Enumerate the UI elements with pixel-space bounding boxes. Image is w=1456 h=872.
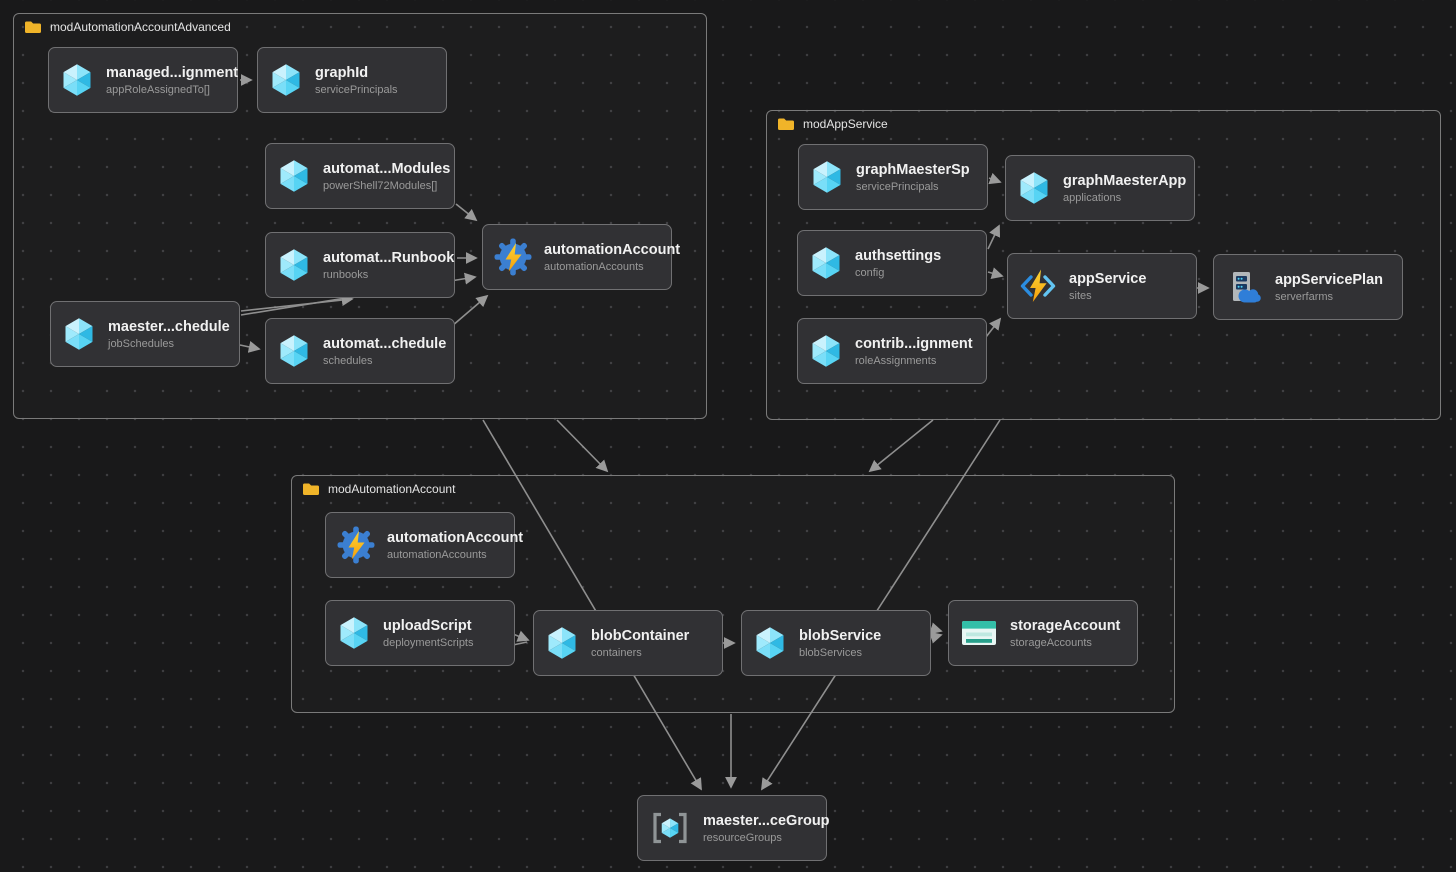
folder-icon [24, 20, 42, 34]
module-cube-icon [59, 62, 95, 98]
automation-account-icon [336, 525, 376, 565]
node-resource-type: automationAccounts [387, 548, 487, 561]
node-automation-schedule[interactable]: automat...chedule schedules [265, 318, 455, 384]
group-header: modAutomationAccountAdvanced [14, 14, 706, 34]
module-cube-icon [809, 159, 845, 195]
node-managed-assignment[interactable]: managed...ignment appRoleAssignedTo[] [48, 47, 238, 113]
group-mod-app-service[interactable]: modAppService [766, 110, 1441, 420]
module-cube-icon [268, 62, 304, 98]
node-storage-account[interactable]: storageAccount storageAccounts [948, 600, 1138, 666]
module-cube-icon [808, 333, 844, 369]
node-resource-type: servicePrincipals [315, 83, 398, 96]
node-resource-type: runbooks [323, 268, 369, 281]
group-header: modAppService [767, 111, 1440, 131]
node-resource-type: roleAssignments [855, 354, 937, 367]
storage-account-icon [959, 617, 999, 649]
node-authsettings[interactable]: authsettings config [797, 230, 987, 296]
automation-account-icon [493, 237, 533, 277]
node-title: contrib...ignment [855, 335, 973, 352]
module-cube-icon [61, 316, 97, 352]
node-automation-modules[interactable]: automat...Modules powerShell72Modules[] [265, 143, 455, 209]
folder-icon [777, 117, 795, 131]
node-title: automationAccount [544, 241, 681, 258]
node-title: automat...chedule [323, 335, 447, 352]
node-maester-schedule[interactable]: maester...chedule jobSchedules [50, 301, 240, 367]
node-blob-container[interactable]: blobContainer containers [533, 610, 723, 676]
node-resource-type: powerShell72Modules[] [323, 179, 438, 192]
node-resource-type: deploymentScripts [383, 636, 474, 649]
node-title: graphId [315, 64, 369, 81]
node-title: managed...ignment [106, 64, 239, 81]
node-app-service[interactable]: appService sites [1007, 253, 1197, 319]
node-resource-type: jobSchedules [108, 337, 175, 350]
node-resource-type: resourceGroups [703, 831, 782, 844]
app-service-plan-icon [1224, 267, 1264, 307]
node-maester-resource-group[interactable]: maester...ceGroup resourceGroups [637, 795, 830, 861]
group-label: modAutomationAccount [328, 482, 456, 496]
node-resource-type: storageAccounts [1010, 636, 1092, 649]
group-mod-automation-account-advanced[interactable]: modAutomationAccountAdvanced [13, 13, 707, 419]
node-upload-script[interactable]: uploadScript deploymentScripts [325, 600, 515, 666]
group-label: modAppService [803, 117, 888, 131]
module-cube-icon [336, 615, 372, 651]
node-automation-account-advanced[interactable]: automationAccount automationAccounts [482, 224, 681, 290]
app-service-icon [1018, 266, 1058, 306]
module-cube-icon [276, 158, 312, 194]
node-contributor-assignment[interactable]: contrib...ignment roleAssignments [797, 318, 987, 384]
group-label: modAutomationAccountAdvanced [50, 20, 231, 34]
node-automation-account[interactable]: automationAccount automationAccounts [325, 512, 524, 578]
node-title: maester...ceGroup [703, 812, 830, 829]
node-title: maester...chedule [108, 318, 230, 335]
module-cube-icon [1016, 170, 1052, 206]
group-header: modAutomationAccount [292, 476, 1174, 496]
node-title: appService [1069, 270, 1147, 287]
node-resource-type: config [855, 266, 885, 279]
node-resource-type: applications [1063, 191, 1122, 204]
module-cube-icon [808, 245, 844, 281]
node-blob-service[interactable]: blobService blobServices [741, 610, 931, 676]
module-cube-icon [276, 333, 312, 369]
node-resource-type: sites [1069, 289, 1092, 302]
node-title: automationAccount [387, 529, 524, 546]
node-title: automat...Modules [323, 160, 451, 177]
node-title: automat...Runbook [323, 249, 455, 266]
node-graph-maester-sp[interactable]: graphMaesterSp servicePrincipals [798, 144, 988, 210]
node-title: appServicePlan [1275, 271, 1383, 288]
module-cube-icon [752, 625, 788, 661]
node-graph-maester-app[interactable]: graphMaesterApp applications [1005, 155, 1195, 221]
node-title: blobContainer [591, 627, 690, 644]
node-resource-type: servicePrincipals [856, 180, 939, 193]
module-cube-icon [276, 247, 312, 283]
node-resource-type: blobServices [799, 646, 862, 659]
node-automation-runbook[interactable]: automat...Runbook runbooks [265, 232, 455, 298]
node-resource-type: containers [591, 646, 642, 659]
node-resource-type: schedules [323, 354, 373, 367]
node-resource-type: appRoleAssignedTo[] [106, 83, 210, 96]
node-title: graphMaesterApp [1063, 172, 1187, 189]
node-title: uploadScript [383, 617, 472, 634]
resource-group-icon [648, 808, 692, 848]
group-mod-automation-account[interactable]: modAutomationAccount [291, 475, 1175, 713]
node-title: graphMaesterSp [856, 161, 970, 178]
node-title: blobService [799, 627, 882, 644]
node-graph-id[interactable]: graphId servicePrincipals [257, 47, 447, 113]
folder-icon [302, 482, 320, 496]
module-cube-icon [544, 625, 580, 661]
node-resource-type: automationAccounts [544, 260, 644, 273]
node-app-service-plan[interactable]: appServicePlan serverfarms [1213, 254, 1403, 320]
node-title: authsettings [855, 247, 942, 264]
node-resource-type: serverfarms [1275, 290, 1334, 303]
node-title: storageAccount [1010, 617, 1121, 634]
